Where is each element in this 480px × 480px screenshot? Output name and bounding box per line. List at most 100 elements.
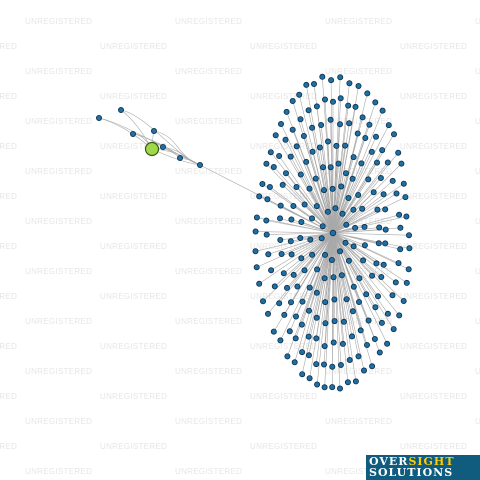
leaf-node: [253, 214, 260, 221]
graph-edge: [308, 232, 334, 311]
graph-edge: [332, 232, 350, 261]
watermark-text: UNREGISTERED: [400, 292, 467, 301]
watermark-text: UNREGISTERED: [100, 392, 167, 401]
leaf-node: [313, 314, 320, 321]
leaf-node: [306, 284, 313, 291]
graph-edge: [332, 232, 389, 314]
watermark-text: UNREGISTERED: [250, 442, 317, 451]
leaf-node: [335, 160, 342, 167]
graph-edge: [280, 232, 334, 341]
graph-edge: [286, 232, 334, 289]
leaf-node: [329, 185, 336, 192]
leaf-node: [318, 122, 325, 129]
leaf-node: [366, 121, 373, 128]
watermark-text: UNREGISTERED: [475, 67, 480, 76]
graph-edge: [332, 232, 361, 331]
watermark-text: UNREGISTERED: [0, 342, 17, 351]
leaf-node: [270, 163, 277, 170]
leaf-node: [293, 183, 300, 190]
leaf-node: [374, 206, 381, 213]
graph-edge: [332, 232, 341, 252]
watermark-text: UNREGISTERED: [0, 92, 17, 101]
leaf-node: [313, 335, 320, 342]
leaf-node: [264, 310, 271, 317]
leaf-node: [301, 267, 308, 274]
leaf-node: [342, 239, 349, 246]
graph-edge: [332, 209, 378, 234]
watermark-text: UNREGISTERED: [0, 442, 17, 451]
leaf-node: [350, 283, 357, 290]
leaf-node: [368, 148, 375, 155]
leaf-node: [292, 313, 299, 320]
leaf-node: [355, 191, 362, 198]
leaf-node: [339, 210, 346, 217]
leaf-node: [343, 221, 350, 228]
leaf-node: [321, 251, 328, 258]
leaf-node: [393, 190, 400, 197]
leaf-node: [376, 224, 383, 231]
bridge-node: [196, 161, 203, 168]
leaf-node: [298, 218, 305, 225]
leaf-node: [390, 326, 397, 333]
leaf-node: [271, 283, 278, 290]
leaf-node: [305, 107, 312, 114]
leaf-node: [340, 318, 347, 325]
watermark-text: UNREGISTERED: [25, 117, 92, 126]
graph-edge: [316, 232, 334, 270]
graph-edge: [332, 232, 357, 382]
leaf-node: [321, 343, 328, 350]
watermark-text: UNREGISTERED: [250, 392, 317, 401]
graph-edge: [300, 232, 334, 239]
leaf-node: [319, 164, 326, 171]
focus-node: [144, 141, 160, 157]
leaf-node: [329, 384, 336, 391]
leaf-node: [299, 371, 306, 378]
leaf-node: [305, 333, 312, 340]
watermark-text: UNREGISTERED: [100, 42, 167, 51]
leaf-node: [372, 99, 379, 106]
leaf-node: [352, 103, 359, 110]
leaf-node: [299, 298, 306, 305]
graph-edge: [332, 149, 383, 234]
watermark-text: UNREGISTERED: [400, 242, 467, 251]
watermark-text: UNREGISTERED: [250, 92, 317, 101]
leaf-node: [405, 266, 412, 273]
leaf-node: [313, 361, 320, 368]
leaf-node: [330, 274, 337, 281]
leaf-node: [396, 211, 403, 218]
watermark-text: UNREGISTERED: [0, 42, 17, 51]
leaf-node: [256, 193, 263, 200]
leaf-node: [345, 257, 352, 264]
graph-edge: [305, 161, 334, 234]
leaf-node: [301, 201, 308, 208]
cluster-node: [96, 115, 103, 122]
leaf-node: [318, 235, 325, 242]
leaf-node: [365, 317, 372, 324]
graph-edge: [290, 232, 334, 303]
watermark-text: UNREGISTERED: [175, 167, 242, 176]
leaf-node: [294, 283, 301, 290]
watermark-text: UNREGISTERED: [25, 367, 92, 376]
watermark-text: UNREGISTERED: [100, 442, 167, 451]
leaf-node: [376, 349, 383, 356]
leaf-node: [296, 91, 303, 98]
leaf-node: [282, 170, 289, 177]
leaf-node: [406, 245, 413, 252]
cluster-node: [129, 130, 136, 137]
leaf-node: [348, 333, 355, 340]
leaf-node: [369, 272, 376, 279]
leaf-node: [395, 149, 402, 156]
graph-edge: [332, 162, 378, 234]
leaf-node: [350, 206, 357, 213]
graph-edge: [332, 137, 366, 234]
graph-edge: [278, 155, 334, 234]
graph-edge: [332, 173, 347, 234]
leaf-node: [263, 217, 270, 224]
leaf-node: [365, 176, 372, 183]
leaf-node: [389, 292, 396, 299]
watermark-text: UNREGISTERED: [100, 342, 167, 351]
leaf-node: [324, 208, 331, 215]
graph-edge: [332, 232, 379, 244]
graph-edge: [332, 232, 345, 322]
